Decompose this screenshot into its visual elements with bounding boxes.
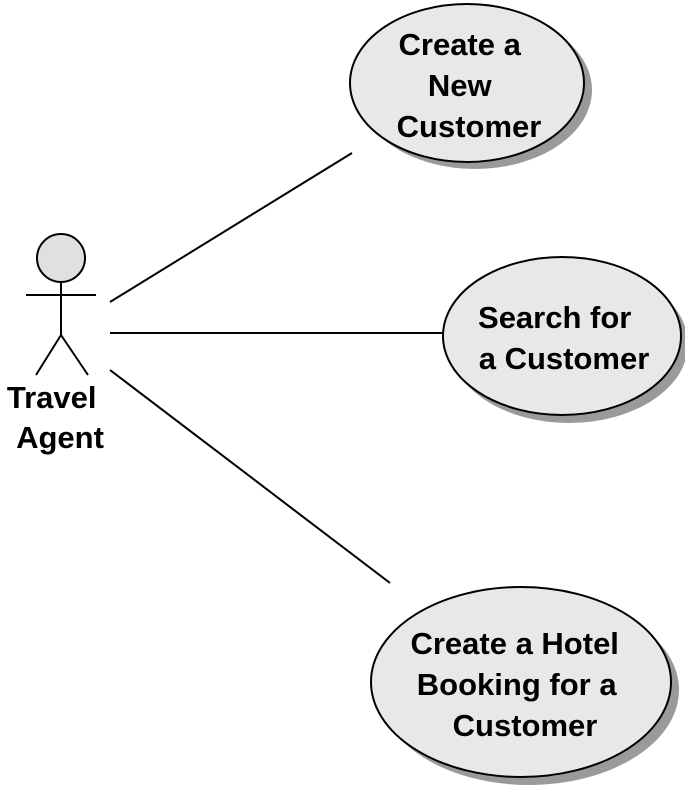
use-case-ellipse (442, 256, 682, 416)
actor-head (36, 233, 86, 283)
actor-name: Travel Agent (7, 380, 105, 455)
use-case-label: Search for a Customer (478, 300, 649, 376)
use-case-create-hotel-booking[interactable]: Create a Hotel Booking for a Customer (370, 586, 679, 785)
association-create-new-customer (109, 152, 353, 303)
actor-right-leg (60, 334, 89, 376)
use-case-label: Create a New Customer (397, 27, 542, 144)
use-case-label: Create a Hotel Booking for a Customer (410, 626, 627, 743)
use-case-create-new-customer[interactable]: Create a New Customer (349, 3, 592, 169)
use-case-ellipse (370, 586, 672, 778)
use-case-search-customer[interactable]: Search for a Customer (442, 256, 685, 423)
association-create-hotel-booking (109, 369, 391, 584)
use-case-ellipse (349, 3, 585, 163)
actor-travel-agent: Travel Agent (7, 233, 105, 455)
actor-left-leg (35, 334, 62, 376)
